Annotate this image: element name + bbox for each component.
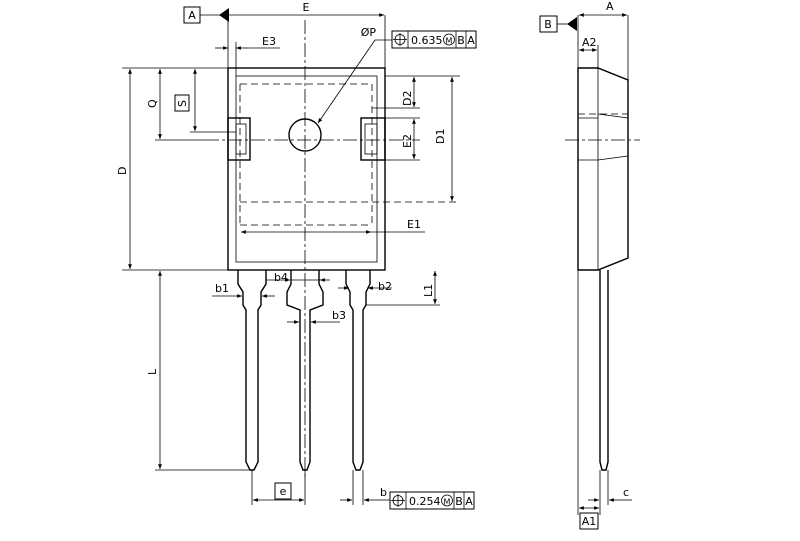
datum-b-label: B: [544, 18, 552, 31]
tol-bottom-value: 0.254: [409, 495, 441, 508]
dim-b1-label: b1: [215, 282, 229, 295]
dim-d2-label: D2: [401, 91, 414, 106]
dim-d1-label: D1: [434, 129, 447, 144]
dim-a-label: A: [606, 0, 614, 13]
left-notch: [227, 117, 251, 161]
dim-l1-label: L1: [422, 284, 435, 297]
a1-box: [579, 512, 599, 530]
mmc-icon: [443, 33, 455, 46]
s-box: [174, 94, 190, 112]
tolerance-frame-bottom: [389, 491, 475, 510]
e-box: [274, 482, 292, 500]
lead-left: [237, 270, 267, 471]
dim-e2-label: E2: [401, 134, 414, 148]
dim-e1-label: E1: [407, 218, 421, 231]
datum-a-marker: [219, 8, 229, 22]
dim-b2-label: b2: [378, 280, 392, 293]
dim-a1-label: A1: [582, 515, 597, 528]
tol-bottom-ref2: A: [465, 495, 473, 508]
datum-a-box: [183, 6, 201, 24]
body-outline: [227, 67, 386, 271]
dim-a2-label: A2: [582, 36, 597, 49]
front-view: [122, 8, 460, 505]
dim-e3-label: E3: [262, 35, 276, 48]
body-inner-outline: [235, 75, 378, 263]
dim-s-label: S: [176, 100, 189, 107]
tolerance-frame-top: [391, 30, 477, 49]
tol-top-ref2: A: [467, 34, 475, 47]
side-lead: [599, 270, 609, 471]
side-view: [557, 13, 640, 515]
side-body-outline: [577, 67, 629, 271]
lead-right: [345, 270, 371, 471]
dim-e-pitch-label: e: [280, 485, 287, 498]
datum-b-box: [539, 15, 558, 33]
mmc-icon: [441, 494, 453, 507]
dim-b3-label: b3: [332, 309, 346, 322]
dim-e-label: E: [303, 1, 310, 14]
dim-phip-label: ØP: [361, 26, 377, 39]
dim-b-label: b: [380, 486, 387, 499]
datum-a-label: A: [188, 9, 196, 22]
tol-bottom-ref1: B: [455, 495, 463, 508]
dim-b4-label: b4: [274, 271, 288, 284]
tol-top-mod: M: [446, 37, 453, 46]
dim-d-label: D: [116, 167, 129, 175]
datum-b-marker: [567, 17, 577, 31]
dim-q-label: Q: [146, 99, 159, 108]
dim-c-label: c: [623, 486, 629, 499]
tol-bottom-mod: M: [444, 498, 451, 507]
dim-l-label: L: [146, 368, 159, 375]
tol-top-value: 0.635: [411, 34, 443, 47]
right-notch: [360, 117, 386, 161]
tol-top-ref1: B: [457, 34, 465, 47]
